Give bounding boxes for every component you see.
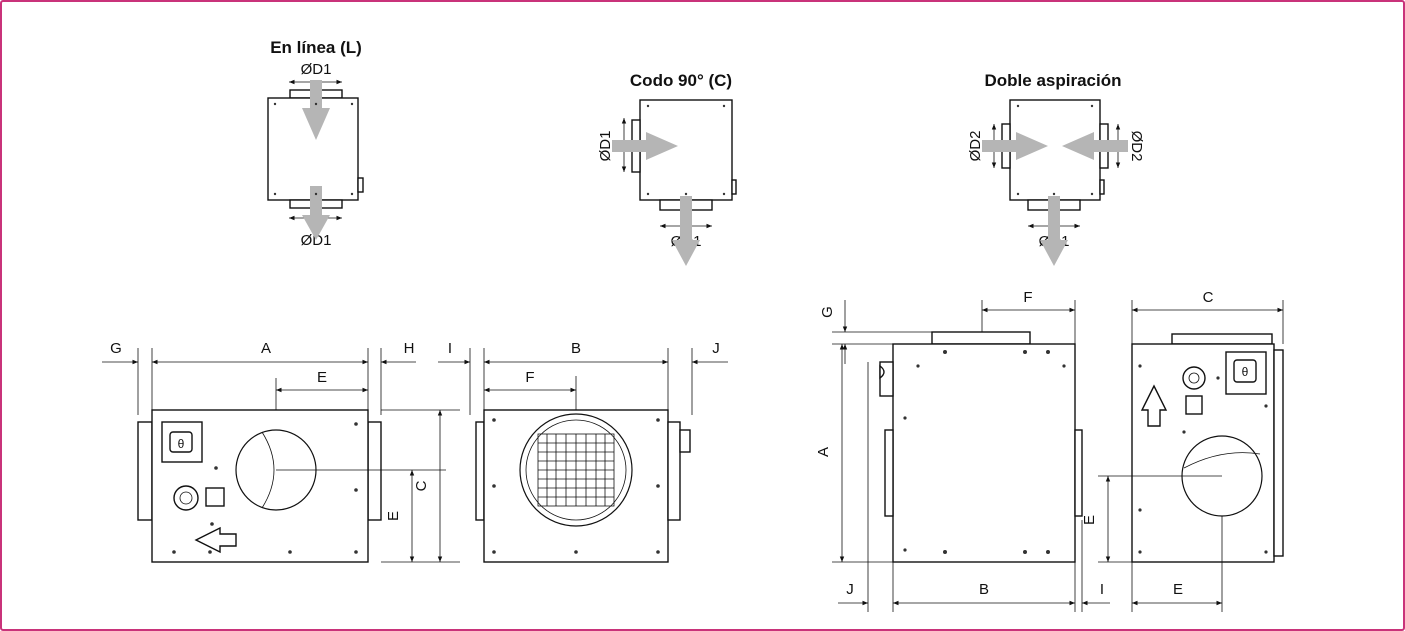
dim-h: H xyxy=(404,340,415,357)
dim-f-top: F xyxy=(525,369,534,386)
motor-pump-icon xyxy=(173,485,199,511)
dim-g-right: G xyxy=(819,306,836,318)
label-d2-right: ØD2 xyxy=(1128,131,1145,162)
label-d1-bottom: ØD1 xyxy=(301,232,332,249)
label-d2-left: ØD2 xyxy=(967,131,984,162)
dim-c-top-right: C xyxy=(1203,289,1214,306)
elbow-config-view: Codo 90° (C) ØD1 ØD1 xyxy=(597,71,737,266)
fan-body-side xyxy=(892,343,1076,563)
dim-a-right: A xyxy=(815,447,832,457)
dim-e-top: E xyxy=(317,369,327,386)
title-elbow: Codo 90° (C) xyxy=(630,71,732,90)
dim-e-vertical: E xyxy=(385,511,402,521)
label-d1-top: ØD1 xyxy=(301,61,332,78)
airflow-arrow-up-icon xyxy=(1140,384,1168,427)
title-double: Doble aspiración xyxy=(985,71,1122,90)
title-inline: En línea (L) xyxy=(270,38,362,57)
svg-text:θ: θ xyxy=(178,437,185,451)
dim-i-bottom: I xyxy=(1100,581,1104,598)
dim-c-vertical: C xyxy=(413,480,430,491)
airflow-arrow-icon xyxy=(194,526,237,554)
flow-arrow-out xyxy=(302,186,330,240)
flow-arrow-left-in xyxy=(982,132,1048,160)
inlet-grille-mesh xyxy=(537,433,615,507)
double-config-view: Doble aspiración ØD2 ØD2 ØD1 xyxy=(967,71,1145,266)
inline-config-view: En línea (L) ØD1 ØD1 xyxy=(267,38,364,249)
dim-j-bottom: J xyxy=(846,581,854,598)
dim-a-left: A xyxy=(261,340,271,357)
flow-arrow-in xyxy=(302,80,330,140)
dim-e-right-vertical: E xyxy=(1081,515,1098,525)
side-view-vertical: G F A J B I xyxy=(815,289,1110,612)
flow-arrow-double-out xyxy=(1040,196,1068,266)
inlet-ring-outer xyxy=(519,413,633,527)
motor-pump-icon-end xyxy=(1182,366,1206,390)
dim-j-top: J xyxy=(712,340,720,357)
svg-text:θ: θ xyxy=(1242,365,1249,379)
top-outlet-collar xyxy=(931,331,1031,345)
grille-view: I B J F xyxy=(438,340,728,563)
flow-arrow-side-in xyxy=(612,132,678,160)
dim-g-left: G xyxy=(110,340,122,357)
dim-b-top: B xyxy=(571,340,581,357)
flow-arrow-right-in xyxy=(1062,132,1128,160)
label-d1-elbow-side: ØD1 xyxy=(597,131,614,162)
dim-f-right: F xyxy=(1023,289,1032,306)
dim-b-bottom: B xyxy=(979,581,989,598)
flow-arrow-down-out xyxy=(672,196,700,266)
dim-i-top: I xyxy=(448,340,452,357)
front-view-motor: G A H E θ E C xyxy=(102,340,460,563)
dim-e-bottom: E xyxy=(1173,581,1183,598)
end-view-vertical: C θ E E xyxy=(1081,289,1284,612)
